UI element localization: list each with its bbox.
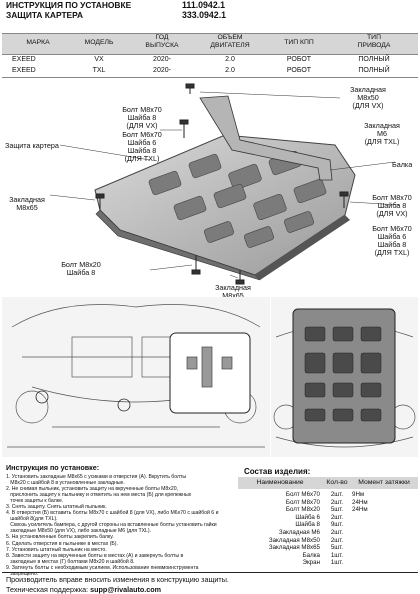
parts-cell: Шайба 6 xyxy=(295,513,320,521)
vehicle-cell: TXL xyxy=(92,67,106,74)
label-zakladnaya-m8x65-bottom: Закладная М8х65 xyxy=(215,283,251,300)
label-zakladnaya-m6: Закладная М6 (ДЛЯ TXL) xyxy=(364,121,400,146)
vehicle-cell: РОБОТ xyxy=(286,56,312,63)
document-title: ИНСТРУКЦИЯ ПО УСТАНОВКЕ xyxy=(6,0,132,10)
instruction-step: шайбой 8(для TXL). xyxy=(6,516,58,523)
parts-cell: 2шт. xyxy=(330,529,344,536)
vehicle-cell: 2.0 xyxy=(225,56,235,63)
footer-rule xyxy=(2,572,418,573)
instruction-step: запрещено. xyxy=(6,570,39,577)
vehicle-col-header: ОБЪЕМ ДВИГАТЕЛЯ xyxy=(210,34,250,49)
instruction-step: Сквозь усилитель бампера, с другой сторо… xyxy=(6,522,217,529)
vehicle-table-header xyxy=(2,33,418,55)
assembly-diagram xyxy=(49,83,401,285)
label-bolt-m8x70-left: Болт М8х70 Шайба 8 (ДЛЯ VX) xyxy=(122,105,162,130)
vehicle-cell: EXEED xyxy=(12,56,36,63)
label-bolt-m8x70-right: Болт М8х70 Шайба 8 (ДЛЯ VX) xyxy=(372,193,412,218)
instruction-step: 7. Установить штатный пыльник на место. xyxy=(6,546,107,553)
footer-notice: Производитель вправе вносить изменения в… xyxy=(6,575,229,584)
parts-cell: 5шт. xyxy=(330,506,344,514)
vehicle-table-bottom-rule xyxy=(2,77,418,78)
instructions-list: 1. Установить закладные М8х65 с усиками … xyxy=(6,474,238,577)
parts-cell: Закладная М8х65 xyxy=(268,544,320,552)
label-zakladnaya-m8x50: Закладная М8х50 (ДЛЯ VX) xyxy=(350,85,386,110)
parts-cell: Шайба 8 xyxy=(295,521,320,529)
instruction-step: прислонить защиту к пыльнику и отметить … xyxy=(6,492,192,499)
label-bolt-m6x70-left: Болт М6х70 Шайба 6 Шайба 8 (ДЛЯ TXL) xyxy=(122,130,162,163)
support-label: Техническая поддержка: xyxy=(6,585,89,594)
label-skid-plate: Защита картера xyxy=(5,141,59,150)
parts-cell: 9шт. xyxy=(330,521,344,529)
parts-table-header-bg xyxy=(238,477,418,489)
parts-cell: 9Нм xyxy=(352,491,365,498)
instruction-step: М8х20 с шайбой 8 в установленные закладн… xyxy=(6,480,125,487)
parts-col-header: Наименование xyxy=(256,479,304,486)
parts-cell: 1шт. xyxy=(330,551,344,559)
parts-cell: 2шт. xyxy=(330,536,344,544)
vehicle-col-header: ТИП КПП xyxy=(284,39,314,46)
instruction-step: 6. Сделать отверстия в пыльнике в местах… xyxy=(6,540,118,547)
instruction-step: закладные в местах (Г) болтами М8х20 и ш… xyxy=(6,558,135,565)
vehicle-col-header: МАРКА xyxy=(26,39,50,46)
instruction-step: 2. Не снимая пыльник, установить защиту … xyxy=(6,486,179,493)
support-email[interactable]: supp@rivalauto.com xyxy=(90,585,162,594)
vehicle-col-header: ГОД ВЫПУСКА xyxy=(145,34,179,49)
instruction-step: точек защиты к балке. xyxy=(6,498,64,505)
parts-col-header: Момент затяжки xyxy=(358,479,410,486)
parts-cell: Болт М8х70 xyxy=(285,498,320,506)
parts-cell: 24Нм xyxy=(352,498,368,506)
parts-cell: 24Нм xyxy=(352,506,368,514)
parts-cell: Болт М8х20 xyxy=(285,506,320,514)
instructions-title: Инструкция по установке: xyxy=(6,463,100,472)
vehicle-cell: РОБОТ xyxy=(286,67,312,74)
vehicle-cell: VX xyxy=(94,56,104,63)
vehicle-cell: 2020- xyxy=(153,56,171,63)
vehicle-cell: ПОЛНЫЙ xyxy=(358,67,390,74)
label-bolt-m6x70-right: Болт М6х70 Шайба 6 Шайба 8 (ДЛЯ TXL) xyxy=(372,224,412,257)
parts-cell: 1шт. xyxy=(330,559,344,567)
parts-cell: Балка xyxy=(302,551,320,559)
article-number-1: 111.0942.1 xyxy=(182,0,226,10)
document-subtitle: ЗАЩИТА КАРТЕРА xyxy=(6,10,84,20)
parts-cell: Закладная М6 xyxy=(278,529,320,536)
vehicle-cell: 2.0 xyxy=(225,67,235,74)
footer-support: Техническая поддержка: supp@rivalauto.co… xyxy=(6,585,161,594)
article-number-2: 333.0942.1 xyxy=(182,10,227,20)
instruction-step: 5. На установленные болты закрепить балк… xyxy=(6,534,114,541)
parts-title: Состав изделия: xyxy=(244,467,311,476)
instruction-step: 4. В отверстия (Б) вставить болты М8х70 … xyxy=(6,510,219,517)
vehicle-col-header: МОДЕЛЬ xyxy=(84,39,114,46)
instruction-step: 9. Затянуть болты с необходимым усилием.… xyxy=(6,564,199,571)
label-zakladnaya-m8x65-left: Закладная М8х65 xyxy=(9,195,45,212)
beam xyxy=(199,95,333,181)
vehicle-col-header: ТИП ПРИВОДА xyxy=(357,34,391,49)
vehicle-cell: EXEED xyxy=(12,67,36,74)
installation-illustration-left xyxy=(2,297,270,457)
parts-cell: Экран xyxy=(302,559,320,567)
instruction-step: 3. Снять защиту. Снять штатный пыльник. xyxy=(6,504,107,511)
instruction-step: 8. Завести защиту на вкрученные болты в … xyxy=(6,552,184,559)
instruction-step: закладные М8х50 (для VX), либо закладные… xyxy=(6,528,152,535)
label-beam: Балка xyxy=(392,160,413,169)
parts-cell: Закладная М8х50 xyxy=(268,536,320,544)
parts-cell: 2шт. xyxy=(330,513,344,521)
parts-col-header: Кол-во xyxy=(326,479,348,486)
vehicle-cell: ПОЛНЫЙ xyxy=(358,56,390,63)
parts-cell: 2шт. xyxy=(330,498,344,506)
parts-cell: 2шт. xyxy=(330,491,344,498)
instruction-step: 1. Установить закладные М8х65 с усиками … xyxy=(6,474,187,480)
label-bolt-m8x20: Болт М8х20 Шайба 8 xyxy=(61,260,101,277)
parts-cell: 5шт. xyxy=(330,544,344,552)
installation-illustration-right xyxy=(271,297,418,457)
vehicle-cell: 2020- xyxy=(153,67,171,74)
parts-cell: Болт М6х70 xyxy=(285,491,320,498)
